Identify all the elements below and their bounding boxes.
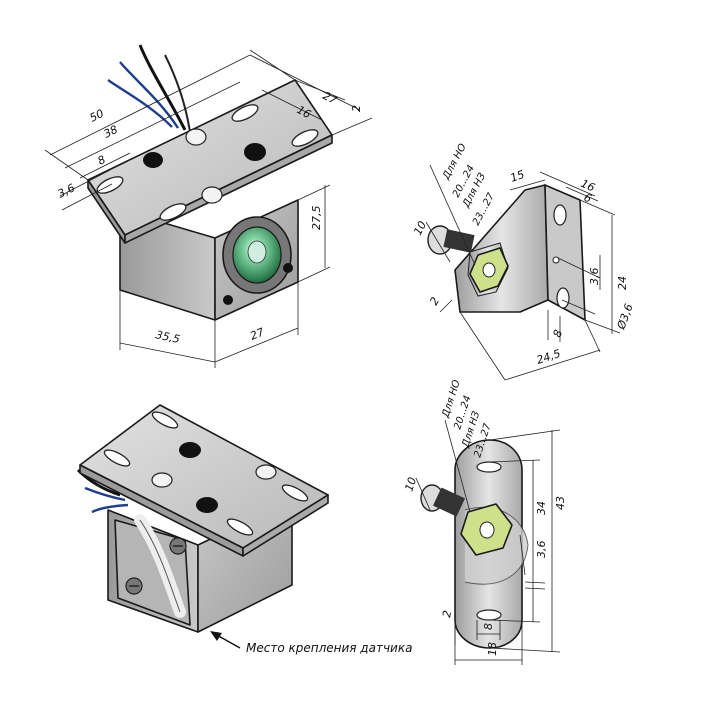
dim-24: 24 (616, 276, 629, 290)
screw-hole-icon (283, 263, 293, 273)
round-hole-icon (201, 186, 223, 204)
slot-hole-icon (556, 287, 570, 309)
dimension-lines (415, 419, 561, 665)
dim-27-bottom: 27 (248, 325, 266, 342)
slot-hole-icon (103, 449, 131, 467)
view-bottom-left: Место крепления датчика (76, 404, 412, 655)
wires (107, 44, 191, 133)
dim-10: 10 (402, 476, 419, 493)
proximity-sensor (427, 225, 509, 297)
dim-8: 8 (96, 153, 108, 168)
proximity-sensor (420, 484, 513, 556)
dim-10: 10 (411, 219, 429, 237)
dim-2: 2 (427, 295, 442, 308)
view-top-right: Для НО 20...24 Для НЗ 23...27 15 16 6 10… (411, 142, 636, 381)
dim-8: 8 (551, 328, 566, 339)
round-hole-icon (151, 472, 173, 488)
dim-3-6: 3,6 (588, 268, 601, 286)
screw-hole-icon (223, 295, 233, 305)
dim-16: 16 (579, 177, 597, 195)
dim-18: 18 (486, 642, 499, 656)
dim-34: 34 (535, 501, 548, 515)
dim-38: 38 (102, 123, 120, 141)
dimension-lines (44, 49, 373, 368)
slot-hole-icon (476, 461, 502, 473)
round-hole-icon (179, 442, 201, 458)
sensor-mount-caption: Место крепления датчика (246, 641, 412, 655)
slot-hole-icon (553, 204, 567, 226)
dim-2: 2 (440, 609, 454, 618)
round-hole-icon (196, 497, 218, 513)
slot-hole-icon (291, 129, 319, 147)
arrow-head-icon (210, 631, 222, 641)
round-hole-icon (185, 128, 207, 146)
dim-24-5: 24,5 (535, 347, 562, 367)
round-hole-icon (143, 152, 163, 168)
dimension-lines (425, 164, 621, 381)
view-bottom-right: Для НО 20...24 Для НЗ 23...27 10 43 34 3… (402, 379, 567, 665)
slot-hole-icon (159, 203, 187, 221)
dim-27-top: 27 (321, 89, 339, 107)
slot-hole-icon (476, 609, 502, 621)
view-top-left: 27 2 16 50 38 8 3,6 27,5 35,5 27 (44, 44, 373, 368)
dim-16: 16 (295, 103, 313, 121)
dim-2: 2 (350, 105, 363, 112)
slot-hole-icon (281, 484, 309, 502)
round-hole-icon (244, 143, 266, 161)
dim-3-6: 3,6 (535, 541, 548, 559)
dim-dia-3-6: Ø3,6 (614, 302, 636, 332)
dim-35-5: 35,5 (154, 328, 181, 346)
dim-43: 43 (554, 496, 567, 510)
round-hole-icon (255, 464, 277, 480)
dim-50: 50 (88, 107, 106, 125)
slot-hole-icon (226, 518, 254, 536)
dim-3-6: 3,6 (56, 181, 77, 200)
dim-6: 6 (582, 191, 594, 206)
dim-8: 8 (482, 623, 495, 630)
slot-hole-icon (151, 411, 179, 429)
slot-hole-icon (231, 104, 259, 122)
dim-27-5: 27,5 (310, 206, 323, 231)
dim-15: 15 (509, 168, 527, 185)
